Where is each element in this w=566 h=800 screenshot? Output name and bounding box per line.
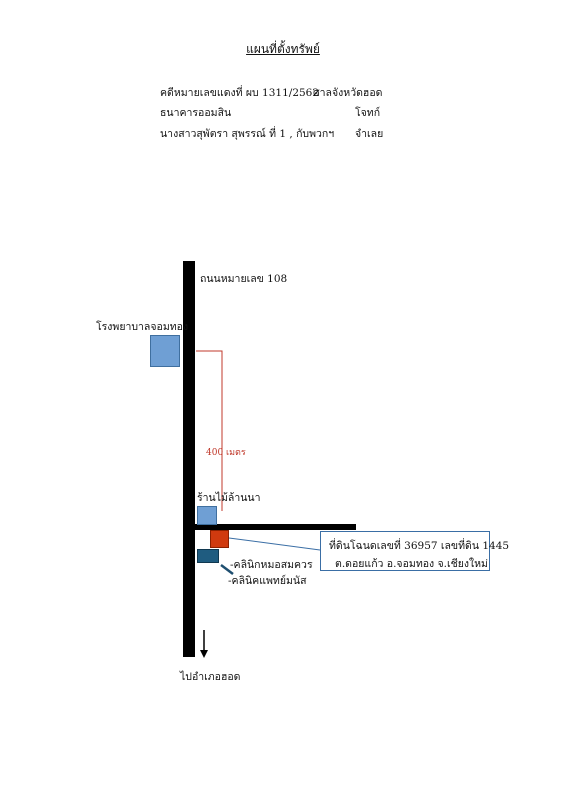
case-number: คดีหมายเลขแดงที่ ผบ 1311/2562: [160, 87, 320, 99]
shop-building: [197, 506, 217, 525]
direction-label: ไปอำเภอฮอด: [180, 671, 241, 683]
defendant-role: จำเลย: [355, 128, 384, 140]
defendant-name: นางสาวสุพัตรา สุพรรณ์ ที่ 1 , กับพวกฯ: [160, 128, 335, 140]
property-parcel: [210, 530, 229, 548]
plaintiff-name: ธนาคารออมสิน: [160, 107, 232, 119]
hospital-label: โรงพยาบาลจอมทอง: [96, 321, 189, 333]
clinic-pointer: [220, 564, 234, 575]
arrow-head: [200, 650, 208, 658]
clinic2-label: -คลินิคแพทย์มนัส: [228, 575, 307, 587]
hospital-building: [150, 335, 180, 367]
plaintiff-role: โจทก์: [355, 107, 381, 119]
callout-leader: [228, 537, 321, 551]
map-title: แผนที่ตั้งทรัพย์: [246, 42, 320, 56]
distance-line: [196, 350, 223, 511]
distance-label: 400 เมตร: [206, 448, 246, 458]
court-name: ศาลจังหวัดฮอด: [313, 87, 383, 99]
parcel-line2: ต.ดอยแก้ว อ.จอมทอง จ.เชียงใหม่: [335, 558, 488, 570]
parcel-callout: ที่ดินโฉนดเลขที่ 36957 เลขที่ดิน 1445 ต.…: [320, 531, 509, 571]
clinic1-label: -คลินิกหมอสมควร: [230, 559, 313, 571]
side-road: [195, 524, 356, 530]
road-label: ถนนหมายเลข 108: [200, 273, 288, 285]
highway-108: [183, 261, 195, 657]
clinic-building: [197, 549, 219, 563]
shop-label: ร้านไม้ล้านนา: [197, 492, 261, 504]
parcel-line1: ที่ดินโฉนดเลขที่ 36957 เลขที่ดิน 1445: [329, 540, 510, 552]
